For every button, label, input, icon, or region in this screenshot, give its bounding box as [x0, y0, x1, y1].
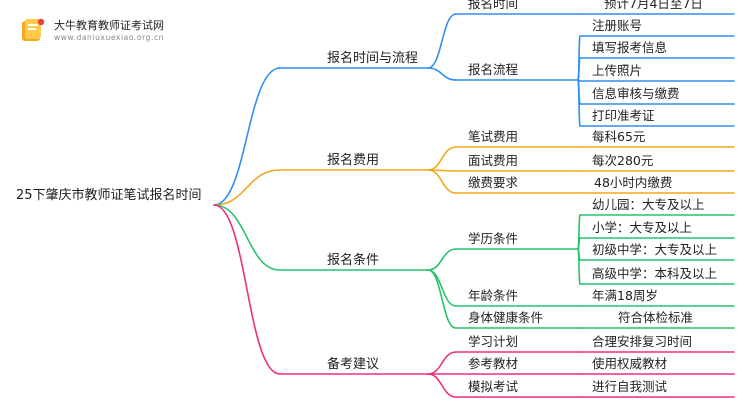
leaf-node[interactable]: 符合体检标准	[618, 310, 694, 325]
leaf-node[interactable]: 使用权威教材	[592, 356, 668, 371]
branch-connector	[213, 204, 281, 271]
leaf-node[interactable]: 幼儿园：大专及以上	[592, 197, 705, 212]
branch-connector	[213, 204, 281, 375]
root-node[interactable]: 25下肇庆市教师证笔试报名时间	[16, 188, 202, 203]
leaf-node[interactable]: 打印准考证	[592, 108, 655, 123]
book-logo-icon	[22, 18, 45, 41]
leaf-node[interactable]: 每次280元	[592, 153, 654, 168]
sub-connector	[427, 351, 457, 375]
leaf-node[interactable]: 注册账号	[592, 18, 643, 33]
leaf-node[interactable]: 高级中学：本科及以上	[592, 266, 718, 281]
sub-node[interactable]: 报名时间	[468, 0, 519, 11]
leaf-node[interactable]: 初级中学：大专及以上	[592, 242, 718, 257]
branch-node[interactable]: 报名时间与流程	[327, 51, 419, 66]
sub-connector	[427, 13, 457, 69]
leaf-connector	[577, 79, 581, 127]
leaf-node[interactable]: 合理安排复习时间	[592, 334, 693, 349]
sub-node[interactable]: 面试费用	[468, 153, 519, 168]
leaf-node[interactable]: 年满18周岁	[592, 288, 658, 303]
sub-connector	[427, 248, 457, 271]
leaf-node[interactable]: 填写报考信息	[592, 40, 668, 55]
sub-node[interactable]: 缴费要求	[468, 175, 519, 190]
branch-node[interactable]: 报名费用	[327, 153, 380, 168]
leaf-connector	[577, 248, 581, 285]
leaf-node[interactable]: 48小时内缴费	[594, 175, 673, 190]
logo-site-url: www.daniuxuexiao.org.cn	[54, 33, 165, 42]
sub-node[interactable]: 模拟考试	[468, 379, 519, 394]
sub-node[interactable]: 报名流程	[468, 62, 519, 77]
leaf-node[interactable]: 信息审核与缴费	[592, 86, 680, 101]
branch-node[interactable]: 报名条件	[327, 253, 380, 268]
sub-node[interactable]: 笔试费用	[468, 129, 519, 144]
sub-connector	[427, 146, 457, 171]
sub-connector	[427, 169, 457, 194]
sub-connector	[427, 67, 457, 81]
leaf-node[interactable]: 预计7月4日至7日	[604, 0, 703, 11]
sub-connector	[427, 269, 457, 329]
sub-node[interactable]: 学习计划	[468, 334, 519, 349]
branch-connector	[213, 67, 281, 206]
leaf-node[interactable]: 每科65元	[592, 129, 646, 144]
leaf-node[interactable]: 上传照片	[592, 63, 643, 78]
site-logo[interactable]: 大牛教育教师证考试网 www.daniuxuexiao.org.cn	[18, 14, 178, 48]
logo-site-name: 大牛教育教师证考试网	[54, 19, 164, 32]
sub-node[interactable]: 年龄条件	[468, 288, 519, 303]
sub-node[interactable]: 身体健康条件	[468, 310, 544, 325]
sub-connector	[427, 373, 457, 398]
sub-node[interactable]: 学历条件	[468, 231, 519, 246]
leaf-node[interactable]: 小学：大专及以上	[592, 220, 693, 235]
branch-node[interactable]: 备考建议	[327, 357, 380, 372]
branch-connector	[213, 169, 281, 206]
sub-node[interactable]: 参考教材	[468, 356, 519, 371]
leaf-node[interactable]: 进行自我测试	[592, 379, 668, 394]
